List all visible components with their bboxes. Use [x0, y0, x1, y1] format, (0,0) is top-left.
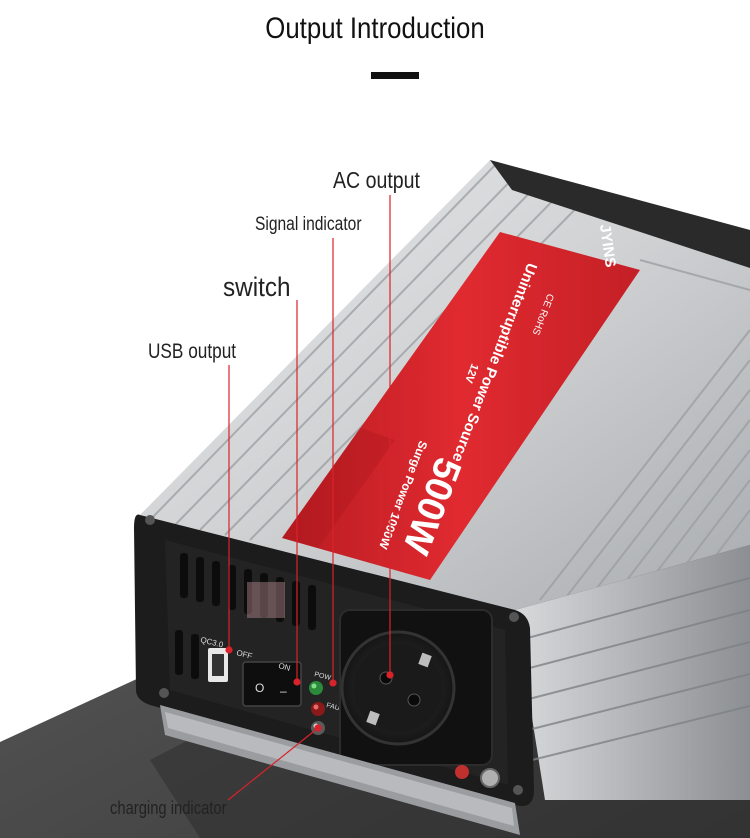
title-underline [371, 72, 419, 79]
callout-switch: switch [223, 272, 291, 302]
page-title: Output Introduction [265, 12, 485, 45]
brand-logo-text: JYINS [596, 223, 619, 268]
front-panel: QC3.0 O – OFF ON POW FAU [134, 514, 534, 835]
svg-text:–: – [280, 684, 287, 698]
screw [145, 515, 155, 525]
callout-usb-output: USB output [148, 340, 237, 363]
callout-lines [225, 195, 394, 801]
callout-signal-indicator: Signal indicator [255, 214, 362, 235]
led-fault-label: FAU [326, 702, 341, 712]
screw [509, 612, 519, 622]
switch-on-label: ON [278, 661, 292, 673]
power-switch [242, 661, 302, 707]
screw [159, 688, 169, 698]
ground-terminal [480, 768, 500, 788]
led-power-label: POW [314, 671, 332, 682]
screw [513, 785, 523, 795]
svg-text:O: O [255, 681, 264, 695]
power-led [309, 681, 323, 695]
red-product-label [282, 232, 640, 580]
switch-off-label: OFF [236, 648, 254, 661]
charging-indicator-line [227, 727, 319, 801]
fault-led [311, 702, 325, 716]
callout-charging-indicator: charging indicator [110, 798, 227, 818]
callout-ac-output: AC output [333, 167, 420, 193]
